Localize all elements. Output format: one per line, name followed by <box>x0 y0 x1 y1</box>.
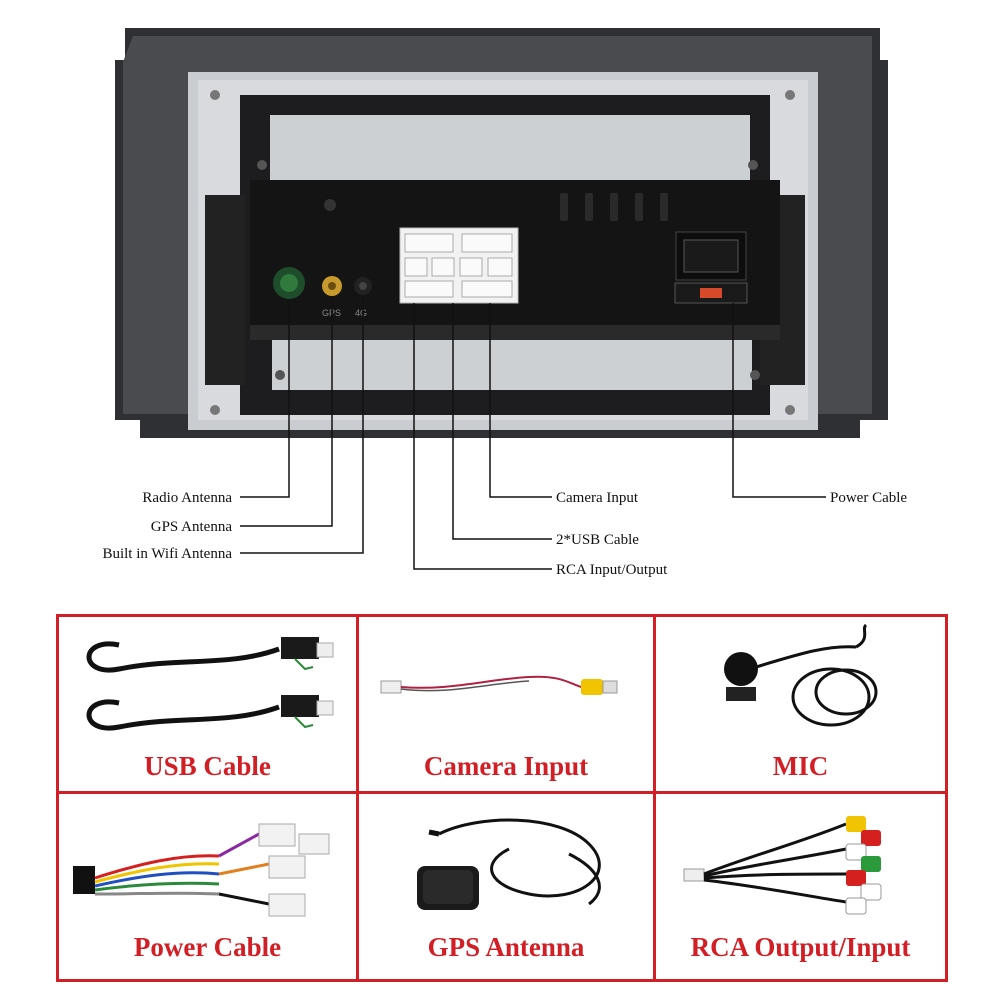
callout-gps-antenna: GPS Antenna <box>150 519 232 535</box>
accessory-usb-cable: USB Cable <box>59 617 356 791</box>
caption-usb-cable: USB Cable <box>144 751 271 781</box>
multi-connector-block <box>399 227 519 304</box>
callout-camera-input: Camera Input <box>556 490 639 506</box>
callout-power-cable: Power Cable <box>830 490 908 506</box>
wifi-antenna-port <box>354 277 372 295</box>
callout-wifi-antenna: Built in Wifi Antenna <box>102 546 232 562</box>
radio-antenna-port <box>273 267 305 299</box>
mic-image <box>724 623 878 727</box>
camera-cable-image <box>380 675 618 695</box>
callout-rca: RCA Input/Output <box>556 562 668 578</box>
grid-divider <box>59 791 945 794</box>
grid-divider <box>356 617 359 979</box>
caption-camera-input: Camera Input <box>423 751 589 781</box>
wifi-port-mark: 4G <box>355 308 367 318</box>
accessory-rca: RCA Output/Input <box>656 794 945 979</box>
caption-gps-antenna: GPS Antenna <box>427 932 585 962</box>
accessory-camera-input: Camera Input <box>359 617 653 791</box>
power-connector-socket <box>674 231 748 304</box>
accessory-gps-antenna: GPS Antenna <box>359 794 653 979</box>
metal-chassis <box>188 72 818 430</box>
grid-divider <box>653 617 656 979</box>
caption-power-cable: Power Cable <box>133 932 282 962</box>
accessory-power-cable: Power Cable <box>59 794 356 979</box>
rca-cable-image <box>683 816 882 915</box>
accessories-grid: USB Cable Camera Input MIC <box>56 614 948 982</box>
caption-mic: MIC <box>772 751 829 781</box>
callout-usb-cable: 2*USB Cable <box>556 532 639 548</box>
gps-antenna-port <box>322 276 342 296</box>
callout-leader-lines <box>240 297 826 570</box>
callout-radio-antenna: Radio Antenna <box>142 490 232 506</box>
accessory-mic: MIC <box>656 617 945 791</box>
head-unit-rear-photo: GPS 4G <box>115 28 888 570</box>
gps-antenna-image <box>417 818 601 910</box>
power-cable-image <box>73 823 330 917</box>
caption-rca: RCA Output/Input <box>690 932 911 962</box>
usb-cable-image <box>86 637 334 731</box>
